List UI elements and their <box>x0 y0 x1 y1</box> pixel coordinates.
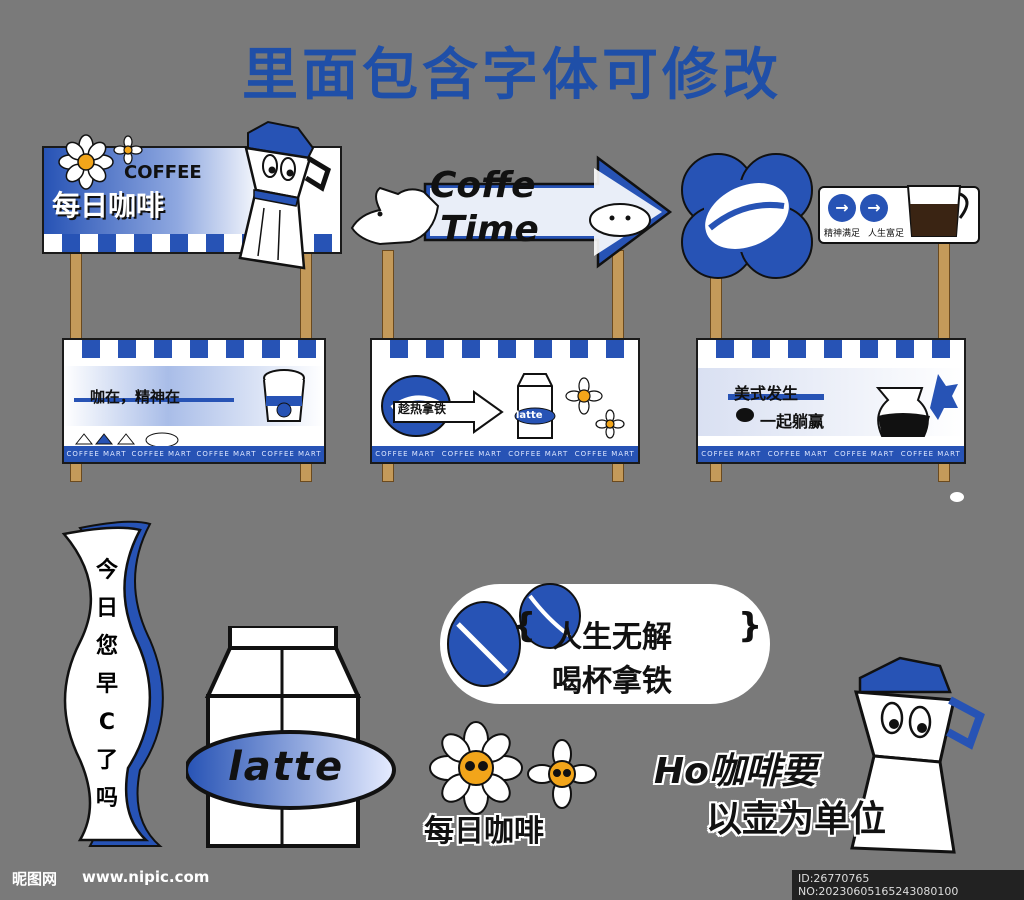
pot-line-2: 以壶为单位 <box>706 799 887 840</box>
moka-pot-icon <box>850 656 985 854</box>
bean-arrow-icon <box>381 375 504 437</box>
milk-carton-icon <box>186 626 396 848</box>
image-id: ID:26770765 NO:20230605165243080100 <box>792 870 1024 900</box>
stall-1-board: 咖在，精神在 COFFEE MART COFFEE MART COFFEE MA… <box>62 338 326 464</box>
coffee-label: COFFEE <box>124 162 202 183</box>
site-logo: 昵图网 <box>12 870 58 888</box>
coffee-cup-icon <box>906 185 969 237</box>
checker-strip <box>698 340 964 358</box>
milk-carton-icon <box>514 373 556 439</box>
ribbon-text: 今 日 您 早 C 了 吗 <box>95 558 118 811</box>
checker-strip <box>64 340 324 358</box>
bean-line-1: 人生无解 <box>552 620 672 655</box>
daisy-icon <box>565 377 625 439</box>
sign-left: 精神满足 <box>824 229 861 239</box>
coffee-pot-icon <box>875 374 958 437</box>
sign-right: 人生富足 <box>868 229 905 239</box>
coffee-bean-badge-icon <box>681 153 813 279</box>
arrow-line-2: Time <box>440 209 539 250</box>
board-strip: COFFEE MART COFFEE MART COFFEE MART COFF… <box>64 446 324 462</box>
sign-text: 每日咖啡 <box>52 189 165 222</box>
board-strip: COFFEE MART COFFEE MART COFFEE MART COFF… <box>698 446 964 462</box>
arrow-right-icon: → <box>860 194 888 222</box>
daisy-icon <box>58 134 143 190</box>
moka-pot-icon <box>238 120 332 270</box>
board-strip: COFFEE MART COFFEE MART COFFEE MART COFF… <box>372 446 638 462</box>
arrow-line-1: Coffe <box>430 165 536 206</box>
stall-3-board: 美式发生 一起躺赢 COFFEE MART COFFEE MART COFFEE… <box>696 338 966 464</box>
carton-label-large: latte <box>228 744 345 790</box>
checker-strip <box>372 340 638 358</box>
site-url[interactable]: www.nipic.com <box>82 868 210 886</box>
bracket-left: { <box>512 606 537 646</box>
flower-text: 每日咖啡 <box>424 814 544 849</box>
stall-2-board: 趁热拿铁 latte COFFEE MART COFFEE MART COFFE… <box>370 338 640 464</box>
small-bean-icon <box>950 492 964 502</box>
bracket-right: } <box>738 606 763 646</box>
board-text: 咖在，精神在 <box>90 388 181 406</box>
coffee-bean-icon <box>447 583 581 687</box>
board-arrow-text: 趁热拿铁 <box>398 402 447 416</box>
board-line-2: 一起躺赢 <box>760 412 825 431</box>
bean-line-2: 喝杯拿铁 <box>552 664 672 699</box>
page-title: 里面包含字体可修改 <box>242 43 782 108</box>
bean-face-icon <box>736 408 754 422</box>
pot-line-1: Ho咖啡要 <box>654 751 817 792</box>
board-line-1: 美式发生 <box>734 384 799 403</box>
triangles-cloud-icon <box>74 432 179 448</box>
wavy-ribbon-icon <box>61 520 164 847</box>
daisy-faces-icon <box>429 721 597 815</box>
arrow-sign-icon <box>350 155 673 269</box>
coffee-cup-icon <box>263 369 305 422</box>
arrow-right-icon: → <box>828 194 856 222</box>
carton-label: latte <box>516 410 543 421</box>
